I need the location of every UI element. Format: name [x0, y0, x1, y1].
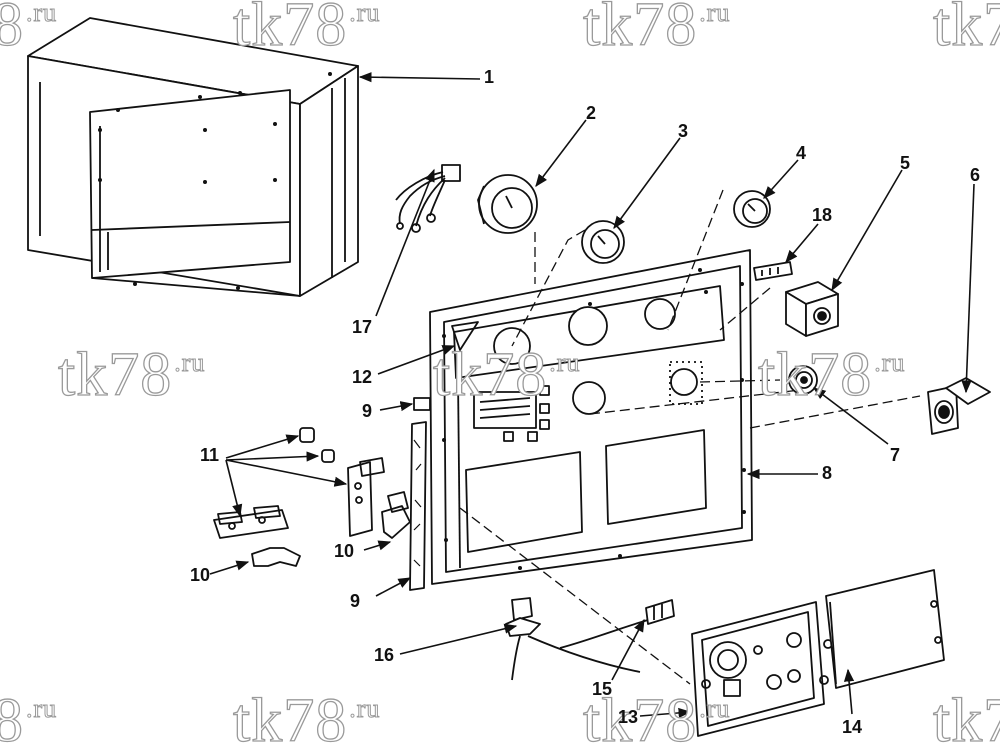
- callout-9-top: 9: [362, 401, 373, 421]
- callout-14: 14: [842, 717, 863, 737]
- callout-10-right: 10: [334, 541, 355, 561]
- callout-13: 13: [618, 707, 639, 727]
- callout-18: 18: [812, 205, 833, 225]
- watermark: tk78: [932, 687, 1000, 755]
- callout-6: 6: [970, 165, 981, 185]
- callout-4: 4: [796, 143, 807, 163]
- callout-16: 16: [374, 645, 395, 665]
- callout-1: 1: [484, 67, 495, 87]
- callout-10-left: 10: [190, 565, 211, 585]
- watermark: 8.ru: [0, 687, 58, 755]
- callout-12: 12: [352, 367, 373, 387]
- small-gauge-7: [788, 365, 818, 395]
- watermark: tk78.ru: [582, 687, 731, 755]
- relay-16: [505, 597, 641, 681]
- round-gauge-3: [581, 220, 625, 264]
- control-plate-13: [691, 601, 833, 737]
- round-gauge-4: [733, 190, 771, 228]
- watermark: tk78: [932, 0, 1000, 59]
- watermark: tk78.ru: [757, 341, 906, 409]
- clip-bracket-10b: [251, 547, 301, 567]
- callout-15: 15: [592, 679, 613, 699]
- gasket-strip: [409, 421, 427, 591]
- watermark: tk78.ru: [432, 341, 581, 409]
- lamp-bracket: [213, 505, 289, 539]
- cover-plate-14: [825, 569, 945, 689]
- callout-5: 5: [900, 153, 911, 173]
- callout-9-bottom: 9: [350, 591, 361, 611]
- large-gauge: [477, 174, 538, 234]
- alignment-lines: [459, 189, 921, 685]
- connector-strip: [753, 261, 793, 281]
- hour-meter-box: [785, 281, 839, 337]
- gasket-plug: [413, 397, 431, 411]
- watermark: tk78.ru: [57, 341, 206, 409]
- switch-bracket: [347, 457, 385, 537]
- lamp-socket: [299, 427, 335, 463]
- watermark: 8.ru: [0, 0, 58, 59]
- callout-8: 8: [822, 463, 833, 483]
- instrument-panel: [429, 249, 753, 585]
- callout-11: 11: [200, 445, 220, 465]
- wiring-harness: [395, 164, 461, 233]
- callout-2: 2: [586, 103, 597, 123]
- watermark: tk78.ru: [232, 687, 381, 755]
- side-bracket: [927, 377, 991, 435]
- callout-3: 3: [678, 121, 689, 141]
- enclosure-box: [27, 17, 359, 297]
- callout-7: 7: [890, 445, 901, 465]
- watermark: tk78.ru: [232, 0, 381, 59]
- callout-17: 17: [352, 317, 373, 337]
- watermark: tk78.ru: [582, 0, 731, 59]
- leader-arrows: [209, 72, 975, 719]
- harness-connector-15: [559, 599, 675, 649]
- clip-bracket-10a: [381, 491, 411, 539]
